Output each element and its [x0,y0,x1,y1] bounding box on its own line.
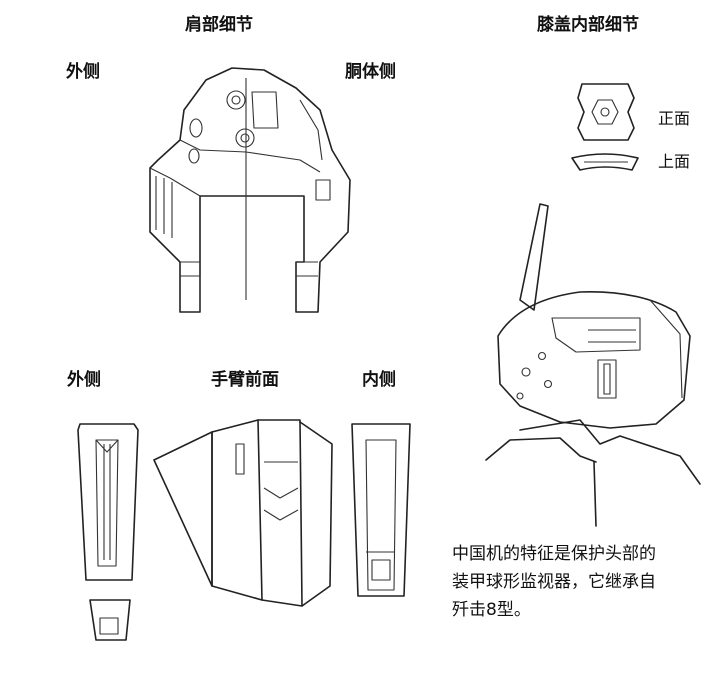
forearm-inner-drawing [351,423,411,597]
knee-top-label: 上面 [658,152,691,171]
forearm-title: 手臂前面 [211,370,279,390]
forearm-outer-label: 外侧 [67,370,101,390]
note-line-3: 歼击8型。 [452,600,531,620]
head-sensor-drawing [485,203,701,527]
forearm-front-drawing [153,419,333,607]
shoulder-armor-drawing [149,67,351,313]
description-note: 中国机的特征是保护头部的 装甲球形监视器，它继承自 歼击8型。 [452,540,714,624]
shoulder-title: 肩部细节 [185,15,253,35]
forearm-inner-label: 内侧 [362,370,396,390]
knee-front-label: 正面 [658,109,691,128]
knee-parts-drawing [571,83,639,171]
shoulder-body-side-label: 胴体侧 [345,62,396,82]
forearm-outer-drawing [77,423,139,641]
knee-title: 膝盖内部细节 [537,15,639,35]
note-line-1: 中国机的特征是保护头部的 [452,544,656,564]
note-line-2: 装甲球形监视器，它继承自 [452,572,656,592]
shoulder-outer-label: 外侧 [66,62,100,82]
